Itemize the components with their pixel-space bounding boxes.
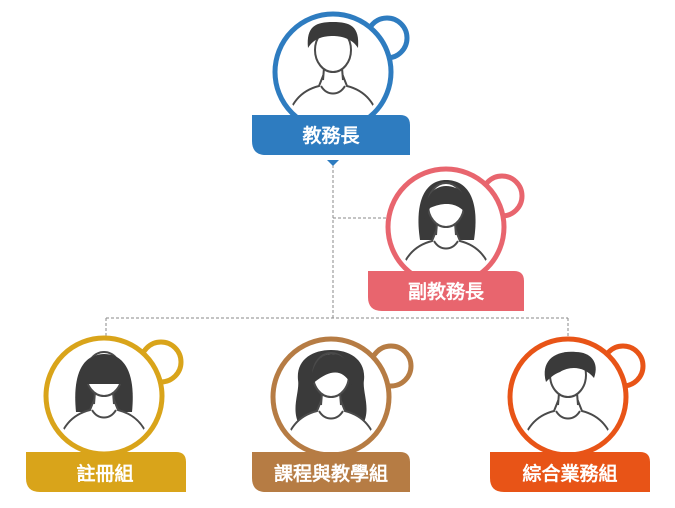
connector-lines (105, 160, 569, 340)
node-director: 教務長 (252, 11, 410, 155)
female-bob-hair-icon (397, 180, 495, 279)
node-registry: 註冊組 (26, 335, 186, 492)
connector-arrow (327, 160, 339, 166)
label-director: 教務長 (302, 124, 360, 147)
male-short-hair-icon (284, 22, 382, 124)
label-registry: 註冊組 (76, 462, 133, 485)
label-bg-deputy (368, 271, 524, 311)
node-deputy: 副教務長 (368, 166, 525, 311)
label-bg-general (490, 452, 650, 492)
label-bg-curriculum (252, 452, 410, 492)
node-curriculum: 課程與教學組 (252, 336, 414, 492)
female-wavy-hair-icon (282, 350, 380, 449)
label-curriculum: 課程與教學組 (274, 462, 388, 485)
label-deputy: 副教務長 (408, 280, 485, 303)
node-general: 綜合業務組 (490, 336, 650, 492)
label-bg-registry (26, 452, 186, 492)
label-general: 綜合業務組 (522, 462, 617, 485)
female-bangs-hair-icon (55, 351, 153, 448)
male-swoop-hair-icon (519, 351, 617, 449)
label-bg-director (252, 115, 410, 155)
